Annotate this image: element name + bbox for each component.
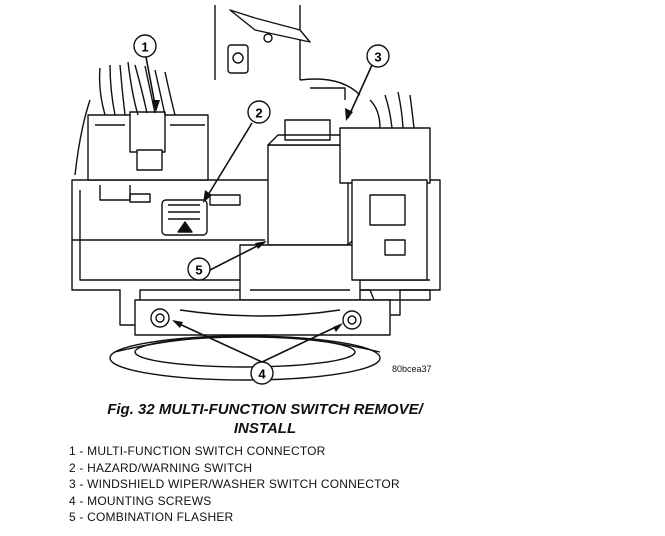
callout-1-label: 1 [141, 40, 148, 55]
callout-5 [187, 257, 211, 281]
legend-item: 4 - MOUNTING SCREWS [69, 493, 212, 508]
switch-illustration: 1 2 3 4 5 [71, 5, 441, 385]
caption-line-1: Fig. 32 MULTI-FUNCTION SWITCH REMOVE/ [107, 401, 423, 418]
line-drawing: 1 2 3 4 5 [71, 5, 441, 385]
legend-item: 5 - COMBINATION FLASHER [69, 510, 234, 524]
legend-item: 1 - MULTI-FUNCTION SWITCH CONNECTOR [69, 444, 326, 458]
callout-5-label: 5 [195, 263, 202, 278]
wire-harness-3 [369, 91, 415, 129]
callout-3 [366, 44, 390, 68]
caption-line-2: INSTALL [233, 420, 297, 437]
figure-caption: Fig. 32 MULTI-FUNCTION SWITCH REMOVE/ IN… [90, 400, 440, 438]
legend-item: 3 - WINDSHIELD WIPER/WASHER SWITCH CONNE… [69, 477, 400, 491]
image-code: 80bcea37 [392, 364, 432, 374]
combination-flasher [267, 144, 349, 246]
callout-3-label: 3 [374, 50, 381, 65]
wire-harness-1 [98, 61, 176, 116]
hazard-switch [161, 199, 208, 236]
connector-3 [339, 127, 431, 184]
callout-1 [133, 34, 157, 58]
callout-2-label: 2 [255, 106, 262, 121]
callout-4 [250, 361, 274, 385]
legend-list: 1 - MULTI-FUNCTION SWITCH CONNECTOR 2 - … [69, 443, 400, 526]
column-base [109, 335, 381, 381]
mounting-screw-left [150, 308, 170, 328]
legend-item: 2 - HAZARD/WARNING SWITCH [69, 460, 253, 475]
callout-4-label: 4 [258, 367, 266, 382]
callout-2 [247, 100, 271, 124]
column-shaft [214, 5, 301, 80]
mounting-screw-right [342, 310, 362, 330]
